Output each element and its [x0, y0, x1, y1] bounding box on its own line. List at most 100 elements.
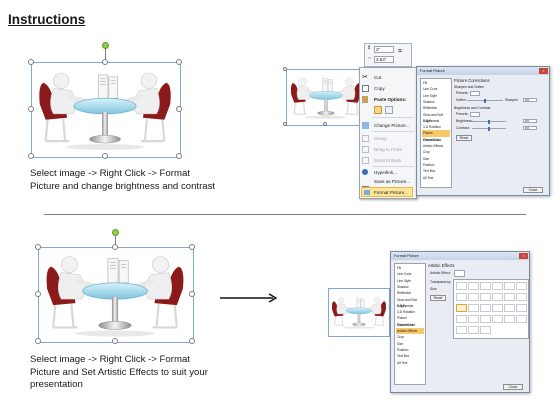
effect-thumbnail[interactable] [456, 315, 467, 323]
nav-item[interactable]: Size [423, 156, 430, 161]
effect-thumbnail[interactable] [516, 315, 527, 323]
effect-thumbnail[interactable] [492, 293, 503, 301]
effect-thumbnail[interactable] [480, 293, 491, 301]
brightness-slider-thumb[interactable] [488, 119, 490, 124]
menu-item-cut[interactable]: ✂ Cut [360, 72, 416, 83]
resize-handle-w[interactable] [35, 291, 41, 297]
resize-handle-w[interactable] [28, 106, 34, 112]
nav-item[interactable]: 3-D Format [423, 118, 440, 123]
width-field[interactable]: 3.63" [374, 56, 394, 63]
nav-item[interactable]: Line Style [397, 278, 411, 283]
nav-item[interactable]: Shadow [423, 99, 435, 104]
resize-handle-s[interactable] [102, 153, 108, 159]
effect-thumbnail[interactable] [492, 304, 503, 312]
effect-thumbnail[interactable] [468, 282, 479, 290]
nav-item[interactable]: Glow and Soft Edges [397, 297, 418, 308]
effect-thumbnail[interactable] [504, 304, 515, 312]
sharpen-slider-thumb[interactable] [484, 98, 486, 103]
step1-image-frame[interactable] [28, 59, 182, 159]
menu-item-format-picture[interactable]: Format Picture... [361, 187, 413, 197]
resize-handle-nw[interactable] [35, 244, 41, 250]
nav-item[interactable]: Picture Color [423, 137, 442, 142]
effect-thumbnail[interactable] [456, 282, 467, 290]
rotate-handle[interactable] [102, 42, 109, 49]
close-icon[interactable]: × [519, 253, 528, 259]
nav-item-selected[interactable]: Picture Corrections [422, 130, 450, 142]
brightness-spinner[interactable]: 0% [523, 118, 537, 123]
effect-thumbnail[interactable] [456, 326, 467, 334]
effect-thumbnail[interactable] [480, 282, 491, 290]
effect-thumbnail[interactable] [492, 282, 503, 290]
effect-thumbnail[interactable] [468, 326, 479, 334]
reset-button[interactable]: Reset [456, 135, 472, 141]
artistic-effect-dropdown[interactable] [454, 270, 465, 277]
menu-item-change-picture[interactable]: Change Picture... [360, 120, 416, 131]
menu-item-send-to-back[interactable]: Send to Back [360, 155, 416, 166]
effect-thumbnail[interactable] [456, 293, 467, 301]
nav-item[interactable]: Position [423, 162, 435, 167]
resize-handle-ne[interactable] [189, 244, 195, 250]
nav-item[interactable]: Alt Text [423, 175, 434, 180]
nav-item[interactable]: 3-D Format [397, 303, 414, 308]
close-button[interactable]: Close [503, 384, 523, 390]
effect-thumbnail[interactable] [480, 304, 491, 312]
nav-item[interactable]: Fill [423, 81, 428, 85]
nav-item[interactable]: Picture Corrections [397, 316, 414, 327]
menu-item-paste-options[interactable]: Paste Options: [360, 94, 416, 105]
nav-item[interactable]: Text Box [397, 354, 410, 359]
effect-thumbnail[interactable] [468, 293, 479, 301]
resize-handle-e[interactable] [176, 106, 182, 112]
nav-item[interactable]: Glow and Soft Edges [423, 112, 444, 123]
resize-handle-ne[interactable] [176, 59, 182, 65]
menu-item-group[interactable]: Group [360, 133, 416, 144]
nav-item[interactable]: Line Style [423, 93, 437, 98]
nav-item[interactable]: Picture Color [397, 322, 416, 327]
nav-item[interactable]: Alt Text [397, 360, 408, 365]
menu-item-hyperlink[interactable]: Hyperlink... [360, 168, 416, 177]
nav-item[interactable]: Text Box [423, 169, 436, 174]
effect-thumbnail[interactable] [468, 315, 479, 323]
nav-item[interactable]: Reflection [423, 106, 438, 111]
paste-option-icon[interactable] [374, 106, 382, 114]
effect-thumbnail-selected[interactable] [456, 304, 467, 312]
nav-item[interactable]: Size [397, 341, 404, 346]
effect-thumbnail[interactable] [480, 326, 491, 334]
resize-handle-s[interactable] [112, 338, 118, 344]
nav-item[interactable]: Line Color [397, 272, 412, 277]
menu-item-bring-to-front[interactable]: Bring to Front [360, 144, 416, 155]
effect-thumbnail[interactable] [492, 315, 503, 323]
effect-thumbnail[interactable] [516, 304, 527, 312]
close-button[interactable]: Close [523, 187, 543, 193]
resize-handle-nw[interactable] [28, 59, 34, 65]
rotate-handle[interactable] [112, 229, 119, 236]
presets-dropdown[interactable] [470, 90, 480, 96]
presets-dropdown[interactable] [470, 111, 480, 117]
nav-item[interactable]: Fill [397, 266, 402, 270]
resize-handle-e[interactable] [189, 291, 195, 297]
nav-item[interactable]: Reflection [397, 291, 412, 296]
paste-option-icon[interactable] [385, 106, 393, 114]
effect-thumbnail[interactable] [480, 315, 491, 323]
nav-item[interactable]: Crop [397, 335, 404, 340]
nav-item[interactable]: 3-D Rotation [423, 125, 441, 130]
effect-thumbnail[interactable] [468, 304, 479, 312]
resize-handle-se[interactable] [189, 338, 195, 344]
resize-handle-se[interactable] [176, 153, 182, 159]
height-field[interactable]: 2" [374, 46, 394, 53]
nav-item[interactable]: Shadow [397, 284, 409, 289]
effect-thumbnail[interactable] [516, 282, 527, 290]
menu-item-copy[interactable]: Copy [360, 83, 416, 94]
contrast-slider-thumb[interactable] [488, 126, 490, 131]
step2-image-frame[interactable] [35, 244, 195, 344]
nav-item[interactable]: Line Color [423, 87, 438, 92]
close-icon[interactable]: × [539, 68, 548, 74]
reset-button[interactable]: Reset [430, 295, 446, 301]
contrast-spinner[interactable]: 0% [523, 125, 537, 130]
effect-thumbnail[interactable] [504, 282, 515, 290]
nav-item[interactable]: Artistic Effects [423, 144, 444, 148]
menu-item-save-as-picture[interactable]: Save as Picture... [360, 177, 416, 186]
nav-item[interactable]: 3-D Rotation [397, 310, 415, 315]
effect-thumbnail[interactable] [504, 315, 515, 323]
nav-item-selected[interactable]: Artistic Effects [396, 328, 424, 335]
effect-thumbnail[interactable] [516, 293, 527, 301]
